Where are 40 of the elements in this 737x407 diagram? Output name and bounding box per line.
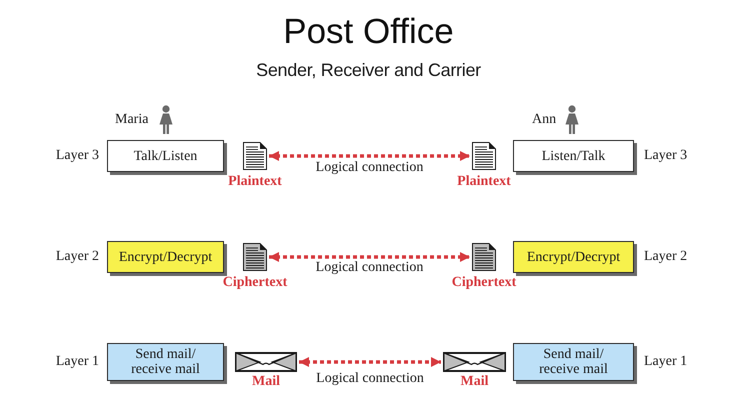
- process-box: [107, 140, 224, 172]
- process-box: [107, 241, 224, 273]
- layer-label: Layer 2: [644, 249, 688, 265]
- process-box: [513, 140, 634, 172]
- message-label: Mail: [460, 374, 488, 390]
- edge-label: Logical connection: [314, 371, 426, 387]
- message-label: Plaintext: [457, 174, 511, 190]
- edge-label: Logical connection: [314, 160, 426, 176]
- document-icon: [243, 243, 267, 271]
- message-label: Plaintext: [228, 174, 282, 190]
- process-box: [513, 241, 634, 273]
- person-name: Ann: [532, 112, 556, 128]
- message-label: Ciphertext: [222, 275, 288, 291]
- process-box: [513, 343, 634, 381]
- dotted-arrow: [269, 151, 470, 161]
- envelope-icon: [443, 352, 506, 372]
- box-label: Talk/Listen: [132, 148, 198, 164]
- layer-label: Layer 1: [644, 354, 688, 370]
- message-label: Mail: [252, 374, 280, 390]
- process-box: [107, 343, 224, 381]
- title: Post Office: [283, 12, 454, 52]
- edge-label: Logical connection: [314, 260, 426, 276]
- box-label: Encrypt/Decrypt: [118, 250, 214, 264]
- subtitle: Sender, Receiver and Carrier: [256, 59, 481, 82]
- box-label: Listen/Talk: [540, 148, 606, 164]
- envelope-icon: [235, 352, 297, 372]
- layer-label: Layer 2: [56, 249, 99, 265]
- dotted-arrow: [299, 357, 441, 367]
- layer-label: Layer 3: [56, 148, 99, 164]
- layer-label: Layer 1: [56, 354, 99, 370]
- box-label: Send mail/ receive mail: [538, 347, 609, 377]
- layer-label: Layer 3: [644, 148, 688, 164]
- dotted-arrow: [269, 252, 470, 262]
- document-icon: [472, 142, 496, 170]
- document-icon: [472, 243, 496, 271]
- message-label: Ciphertext: [452, 275, 516, 291]
- box-label: Encrypt/Decrypt: [526, 250, 622, 264]
- box-label: Send mail/ receive mail: [130, 347, 201, 377]
- document-icon: [243, 142, 267, 170]
- person-name: Maria: [115, 112, 148, 128]
